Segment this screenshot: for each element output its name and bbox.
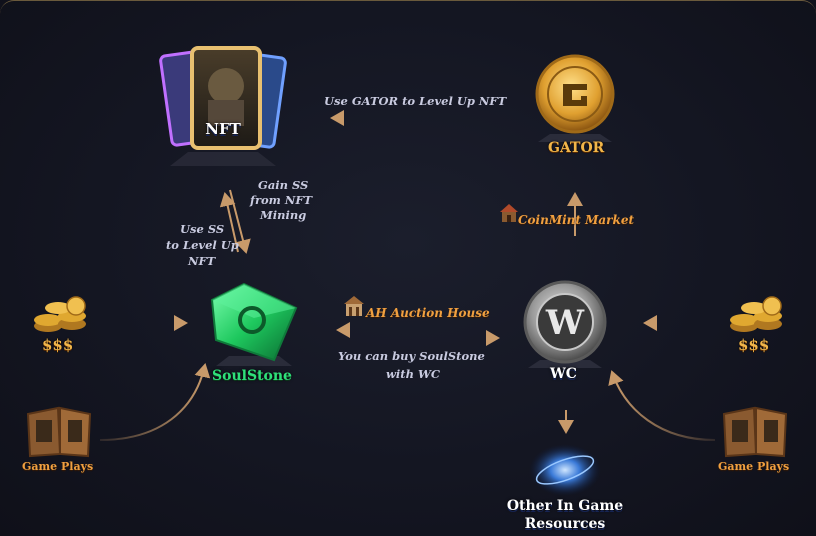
- gameplays-right-node: Game Plays: [716, 404, 796, 480]
- book-icon: [722, 406, 788, 458]
- arrow-gameplays-to-wc: [608, 370, 716, 441]
- other-label-line2: Resources: [524, 516, 606, 532]
- gameplays-left-node: Game Plays: [20, 404, 100, 480]
- wc-coin-icon: W: [523, 280, 607, 368]
- buy-ss-label-2: with WC: [386, 367, 441, 381]
- soulstone-label: SoulStone: [212, 368, 292, 384]
- wc-node: W WC: [520, 278, 610, 388]
- auction-house-icon: [344, 296, 364, 316]
- gator-coin-icon: [535, 54, 615, 142]
- auction-house: AH Auction House: [342, 294, 492, 320]
- other-resources-node: Other In Game Resources: [500, 440, 630, 536]
- coin-stack-icon: [730, 296, 782, 332]
- nft-to-ss-label-3: Mining: [260, 208, 307, 222]
- other-label-line1: Other In Game: [506, 498, 624, 514]
- nft-label: NFT: [205, 120, 241, 138]
- auction-label: AH Auction House: [366, 306, 490, 320]
- money-left-label: $$$: [42, 336, 74, 354]
- market-stall-icon: [500, 204, 518, 222]
- soulstone-node: SoulStone: [204, 278, 304, 388]
- arrow-gameplays-to-ss: [99, 363, 211, 441]
- gator-label: GATOR: [548, 140, 605, 156]
- money-right-label: $$$: [738, 336, 770, 354]
- nft-node: NFT: [158, 40, 288, 170]
- ss-to-nft-label-2: to Level Up: [166, 238, 239, 252]
- gator-to-nft-label: Use GATOR to Level Up NFT: [324, 94, 507, 108]
- nft-to-ss-label-1: Gain SS: [258, 178, 309, 192]
- gameplays-right-label: Game Plays: [718, 460, 790, 473]
- ss-to-nft-label-3: NFT: [188, 254, 216, 268]
- coinmint-market: CoinMint Market: [498, 202, 638, 228]
- money-left-node: $$$: [28, 290, 92, 360]
- nft-to-ss-label-2: from NFT: [250, 193, 313, 207]
- gator-node: GATOR: [530, 52, 620, 162]
- book-icon: [26, 406, 92, 458]
- galaxy-icon: [529, 444, 601, 496]
- ss-to-nft-label-1: Use SS: [180, 222, 225, 236]
- svg-text:W: W: [545, 303, 585, 343]
- soulstone-gem-icon: [210, 282, 298, 366]
- coin-stack-icon: [34, 296, 86, 332]
- gameplays-left-label: Game Plays: [22, 460, 94, 473]
- nft-cards-icon: [159, 46, 287, 166]
- coinmint-label: CoinMint Market: [518, 213, 634, 227]
- arrow-ss-to-nft: [219, 192, 239, 253]
- buy-ss-label-1: You can buy SoulStone: [338, 349, 485, 363]
- wc-label: WC: [550, 366, 577, 382]
- money-right-node: $$$: [724, 290, 788, 360]
